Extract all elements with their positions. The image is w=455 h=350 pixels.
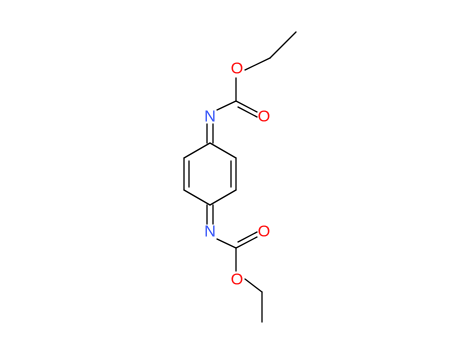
- bond-top-c-n: [216, 100, 237, 111]
- bond-ring-bottom-left: [183, 189, 211, 206]
- bond-ethyl-bottom-o-ch2: [244, 278, 263, 293]
- atom-o-bottom-carbonyl: O: [258, 224, 270, 241]
- bond-ethyl-top-ch2-o: [244, 57, 271, 71]
- atom-o-top-ester: O: [231, 61, 243, 78]
- bond-top-c-o-double-2: [237, 106, 258, 118]
- bond-ring-bottom-right: [209, 189, 237, 206]
- bond-ring-top-left: [183, 142, 211, 159]
- atom-n-top: N: [204, 109, 216, 126]
- atom-o-bottom-ester: O: [231, 272, 243, 289]
- bond-ring-top-right: [209, 142, 237, 159]
- atom-n-bottom: N: [204, 224, 216, 241]
- atom-o-top-carbonyl: O: [258, 109, 270, 126]
- bond-bottom-n-c: [216, 238, 237, 249]
- bond-ethyl-top-ch3: [269, 31, 297, 59]
- bond-bottom-c-o-double-1: [235, 236, 258, 249]
- bond-bottom-c-o-double-2: [237, 231, 258, 243]
- bond-top-c-o-double-1: [235, 100, 258, 113]
